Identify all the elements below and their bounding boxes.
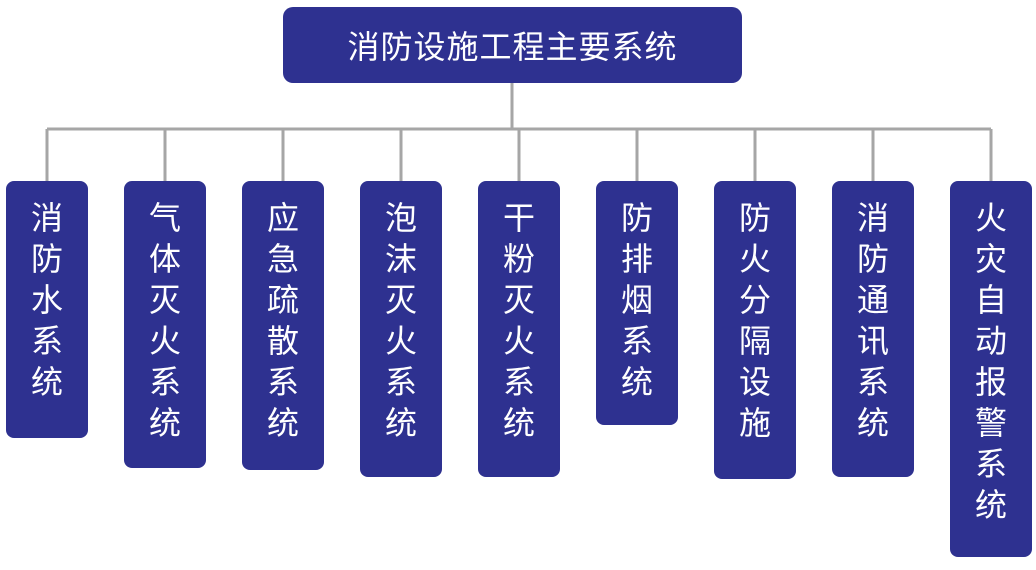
- child-node-label: 应急疏散系统: [266, 199, 299, 442]
- child-node-label: 干粉灭火系统: [502, 199, 535, 442]
- child-node-label: 泡沫灭火系统: [384, 199, 417, 442]
- root-node-label: 消防设施工程主要系统: [347, 28, 678, 66]
- child-node-1: 消防水系统: [6, 181, 88, 438]
- child-node-label: 气体灭火系统: [148, 199, 181, 442]
- root-node: 消防设施工程主要系统: [283, 7, 742, 83]
- child-node-6: 防排烟系统: [596, 181, 678, 425]
- child-node-3: 应急疏散系统: [242, 181, 324, 470]
- child-node-label: 消防通讯系统: [856, 199, 889, 442]
- child-node-2: 气体灭火系统: [124, 181, 206, 468]
- child-node-label: 防火分隔设施: [738, 199, 771, 442]
- child-node-label: 防排烟系统: [620, 199, 653, 401]
- child-node-9: 火灾自动报警系统: [950, 181, 1032, 557]
- child-node-label: 火灾自动报警系统: [974, 199, 1007, 524]
- child-node-5: 干粉灭火系统: [478, 181, 560, 477]
- child-node-7: 防火分隔设施: [714, 181, 796, 479]
- child-node-4: 泡沫灭火系统: [360, 181, 442, 477]
- child-node-label: 消防水系统: [30, 199, 63, 401]
- child-node-8: 消防通讯系统: [832, 181, 914, 477]
